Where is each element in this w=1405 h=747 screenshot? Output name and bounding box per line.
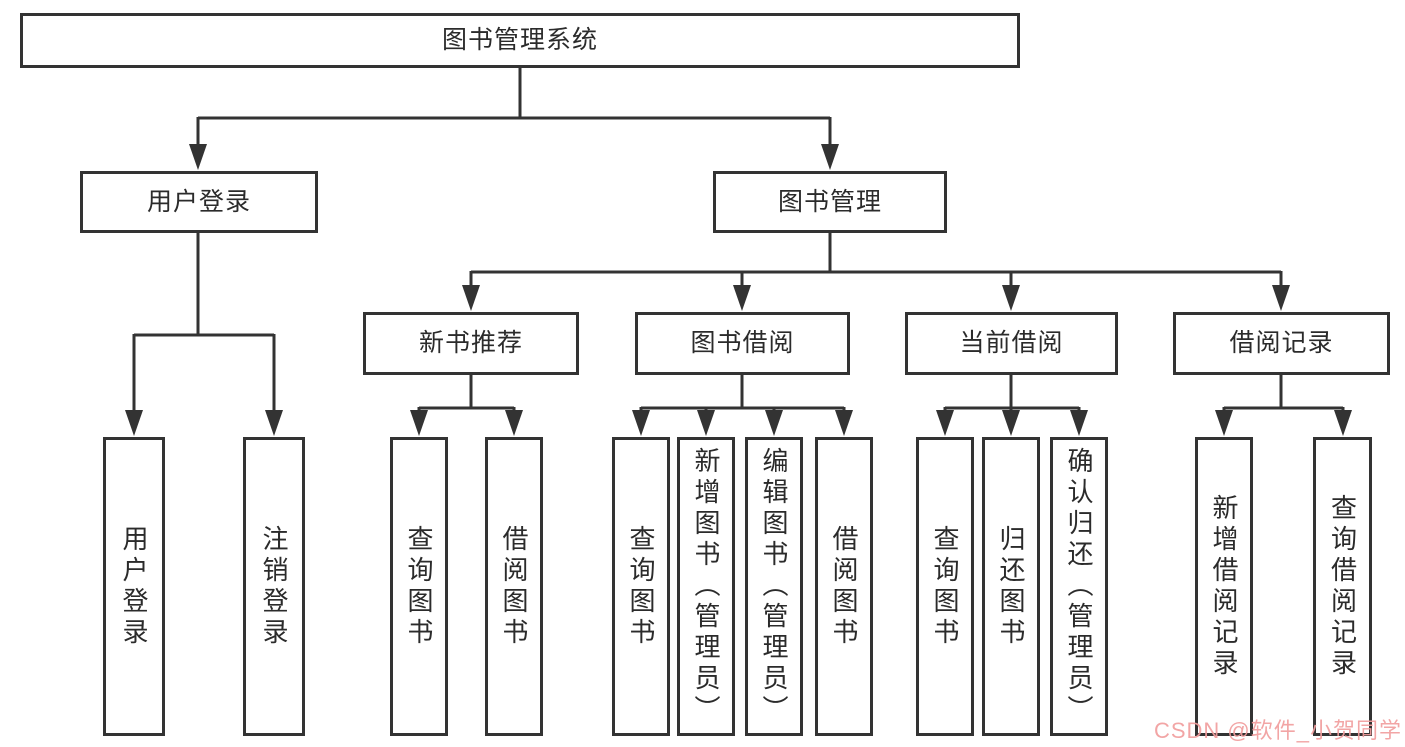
node-borrow-records-label: 借阅记录 bbox=[1229, 329, 1334, 357]
node-new-book-recommend-label: 新书推荐 bbox=[418, 329, 523, 357]
node-new-book-recommend: 新书推荐 bbox=[363, 312, 579, 375]
node-book-management: 图书管理 bbox=[713, 171, 947, 233]
node-current-borrow: 当前借阅 bbox=[905, 312, 1118, 375]
leaf-query-borrow-record-label: 查询借阅记录 bbox=[1327, 493, 1358, 680]
leaf-add-books-admin-label: 新增图书（管理员） bbox=[691, 447, 721, 726]
node-root-label: 图书管理系统 bbox=[441, 26, 598, 54]
watermark: CSDN @软件_小贺同学 bbox=[1153, 718, 1402, 743]
leaf-user-login-label: 用户登录 bbox=[119, 524, 149, 649]
leaf-borrow-books-1: 借阅图书 bbox=[485, 437, 543, 736]
node-user-login-label: 用户登录 bbox=[146, 187, 251, 216]
leaf-borrow-books-2: 借阅图书 bbox=[815, 437, 873, 736]
node-borrow-records: 借阅记录 bbox=[1173, 312, 1390, 375]
node-current-borrow-label: 当前借阅 bbox=[959, 329, 1064, 357]
leaf-edit-books-admin: 编辑图书（管理员） bbox=[745, 437, 803, 736]
node-user-login: 用户登录 bbox=[80, 171, 318, 233]
leaf-query-borrow-record: 查询借阅记录 bbox=[1313, 437, 1372, 736]
leaf-borrow-books-1-label: 借阅图书 bbox=[499, 524, 529, 649]
leaf-query-books-2: 查询图书 bbox=[612, 437, 670, 736]
leaf-query-books-3: 查询图书 bbox=[916, 437, 974, 736]
leaf-query-books-2-label: 查询图书 bbox=[626, 524, 656, 649]
leaf-borrow-books-2-label: 借阅图书 bbox=[829, 524, 859, 649]
leaf-add-borrow-record-label: 新增借阅记录 bbox=[1209, 493, 1239, 680]
node-book-borrow: 图书借阅 bbox=[635, 312, 850, 375]
leaf-logout-label: 注销登录 bbox=[259, 524, 289, 649]
leaf-confirm-return-admin: 确认归还（管理员） bbox=[1050, 437, 1108, 736]
node-book-borrow-label: 图书借阅 bbox=[690, 329, 795, 357]
leaf-query-books-1: 查询图书 bbox=[390, 437, 448, 736]
leaf-return-books-label: 归还图书 bbox=[996, 524, 1026, 649]
leaf-query-books-3-label: 查询图书 bbox=[930, 524, 960, 649]
leaf-return-books: 归还图书 bbox=[982, 437, 1040, 736]
arrowheads bbox=[125, 144, 1352, 436]
leaf-edit-books-admin-label: 编辑图书（管理员） bbox=[759, 447, 789, 726]
leaf-add-borrow-record: 新增借阅记录 bbox=[1195, 437, 1253, 736]
leaf-query-books-1-label: 查询图书 bbox=[404, 524, 434, 649]
node-book-management-label: 图书管理 bbox=[777, 187, 882, 216]
node-root: 图书管理系统 bbox=[20, 13, 1020, 68]
leaf-logout: 注销登录 bbox=[243, 437, 305, 736]
leaf-confirm-return-admin-label: 确认归还（管理员） bbox=[1064, 447, 1094, 726]
leaf-add-books-admin: 新增图书（管理员） bbox=[677, 437, 735, 736]
leaf-user-login: 用户登录 bbox=[103, 437, 165, 736]
